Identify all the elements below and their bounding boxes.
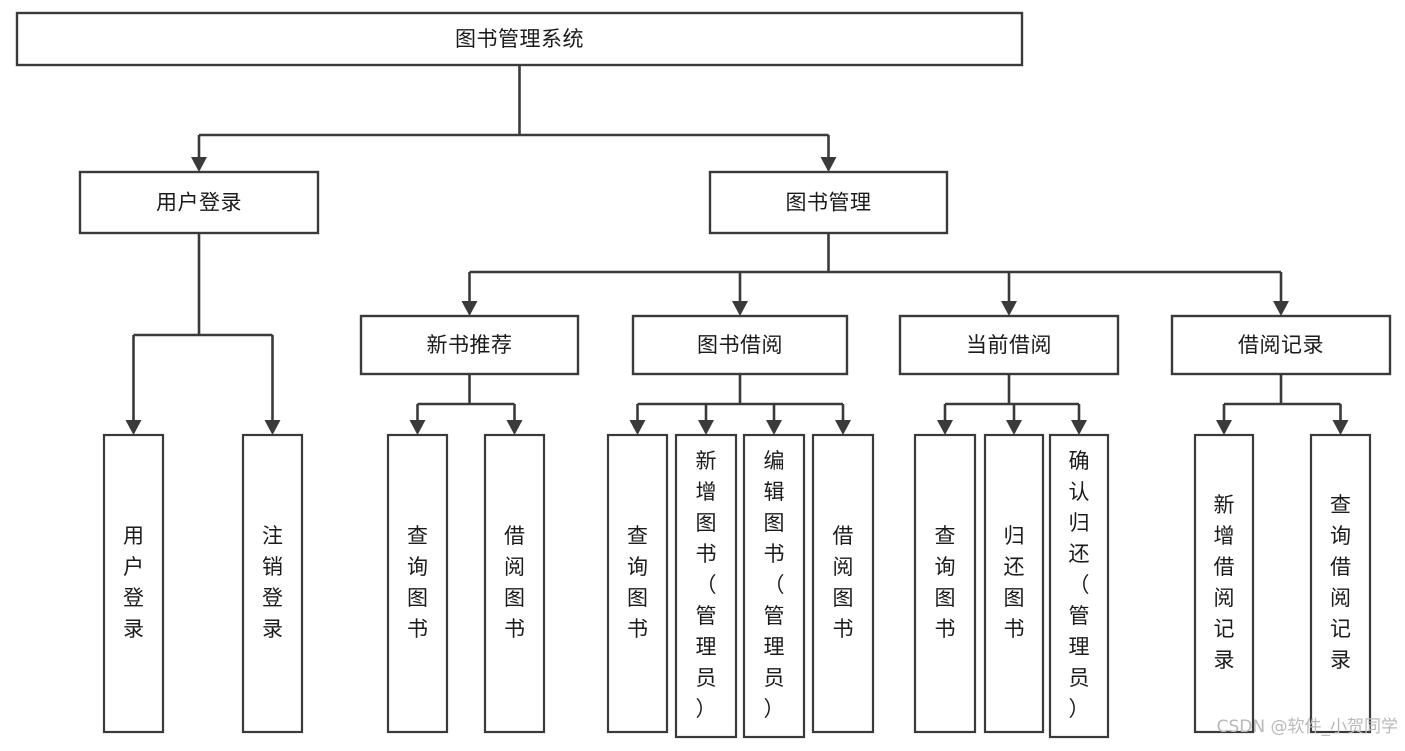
node-box-leaf-user-login[interactable] [102,433,165,734]
node-leaf-confirm-return[interactable]: 确认归还（管理员） [1048,433,1110,739]
arrow-head-icon [1006,420,1022,435]
node-label-leaf-add-record: 新增借阅记录 [1214,493,1235,672]
node-leaf-logout[interactable]: 注销登录 [241,433,304,734]
node-borrow-record[interactable]: 借阅记录 [1170,314,1392,376]
node-leaf-query-book-3[interactable]: 查询图书 [913,433,977,734]
arrow-head-icon [125,420,142,435]
node-label-leaf-return-book: 归还图书 [1004,524,1025,641]
node-label-borrow-record: 借阅记录 [1238,333,1324,357]
node-leaf-edit-book[interactable]: 编辑图书（管理员） [742,433,806,739]
node-label-user-login: 用户登录 [156,191,242,215]
node-user-login[interactable]: 用户登录 [78,170,320,235]
node-label-leaf-query-book-1: 查询图书 [407,524,428,641]
arrow-head-icon [1001,301,1017,316]
arrow-head-icon [937,420,953,435]
node-label-current-borrow: 当前借阅 [966,333,1052,357]
node-leaf-query-book-2[interactable]: 查询图书 [606,433,669,734]
arrow-head-icon [191,157,207,172]
node-leaf-user-login[interactable]: 用户登录 [102,433,165,734]
node-label-leaf-edit-book: 编辑图书（管理员） [764,449,785,721]
node-book-borrow[interactable]: 图书借阅 [631,314,849,376]
node-label-leaf-confirm-return: 确认归还（管理员） [1069,449,1090,721]
node-box-book-borrow[interactable] [631,314,849,376]
node-box-leaf-query-book-2[interactable] [606,433,669,734]
node-label-book-manage: 图书管理 [786,191,872,215]
node-label-root: 图书管理系统 [455,27,584,51]
node-label-leaf-logout: 注销登录 [262,524,283,641]
node-new-book-recommend[interactable]: 新书推荐 [359,314,580,376]
node-book-manage[interactable]: 图书管理 [708,170,949,235]
node-leaf-add-book[interactable]: 新增图书（管理员） [674,433,738,739]
arrow-head-icon [1216,420,1232,435]
node-label-leaf-borrow-book-1: 借阅图书 [504,524,525,641]
node-leaf-query-book-1[interactable]: 查询图书 [386,433,449,734]
arrow-head-icon [1273,301,1289,316]
node-label-leaf-borrow-book-2: 借阅图书 [833,524,854,641]
node-leaf-return-book[interactable]: 归还图书 [983,433,1045,734]
arrow-head-icon [732,301,748,316]
node-box-root[interactable] [15,11,1024,67]
node-box-leaf-query-book-3[interactable] [913,433,977,734]
arrow-head-icon [629,420,646,435]
connector-layer [125,65,1349,435]
node-leaf-borrow-book-2[interactable]: 借阅图书 [811,433,875,734]
node-box-leaf-query-book-1[interactable] [386,433,449,734]
arrow-head-icon [698,420,714,435]
arrow-head-icon [766,420,782,435]
arrow-head-icon [264,420,281,435]
node-box-leaf-add-book[interactable] [674,433,738,739]
node-leaf-add-record[interactable]: 新增借阅记录 [1193,433,1255,734]
node-root[interactable]: 图书管理系统 [15,11,1024,67]
node-label-book-borrow: 图书借阅 [697,333,783,357]
node-leaf-query-record[interactable]: 查询借阅记录 [1309,433,1372,734]
node-box-leaf-confirm-return[interactable] [1048,433,1110,739]
arrow-head-icon [461,301,478,316]
node-label-leaf-query-book-2: 查询图书 [627,524,648,641]
node-leaf-borrow-book-1[interactable]: 借阅图书 [483,433,546,734]
node-label-leaf-add-book: 新增图书（管理员） [696,449,717,721]
arrow-head-icon [506,420,523,435]
node-label-leaf-user-login: 用户登录 [123,524,144,641]
arrow-head-icon [1332,420,1349,435]
arrow-head-icon [820,157,837,172]
node-box-leaf-return-book[interactable] [983,433,1045,734]
node-box-leaf-query-record[interactable] [1309,433,1372,734]
node-label-leaf-query-record: 查询借阅记录 [1330,493,1351,672]
node-box-leaf-borrow-book-2[interactable] [811,433,875,734]
node-box-new-book-recommend[interactable] [359,314,580,376]
node-box-user-login[interactable] [78,170,320,235]
arrow-head-icon [835,420,851,435]
arrow-head-icon [409,420,426,435]
node-label-new-book-recommend: 新书推荐 [427,333,513,357]
node-box-current-borrow[interactable] [898,314,1120,376]
arrow-head-icon [1071,420,1087,435]
node-box-leaf-edit-book[interactable] [742,433,806,739]
node-label-leaf-query-book-3: 查询图书 [935,524,956,641]
node-current-borrow[interactable]: 当前借阅 [898,314,1120,376]
node-box-leaf-borrow-book-1[interactable] [483,433,546,734]
csdn-watermark: CSDN @软件_小贺同学 [1217,717,1398,737]
node-box-leaf-add-record[interactable] [1193,433,1255,734]
node-box-book-manage[interactable] [708,170,949,235]
node-box-borrow-record[interactable] [1170,314,1392,376]
node-box-leaf-logout[interactable] [241,433,304,734]
node-layer: 图书管理系统用户登录图书管理新书推荐图书借阅当前借阅借阅记录用户登录注销登录查询… [15,11,1392,739]
